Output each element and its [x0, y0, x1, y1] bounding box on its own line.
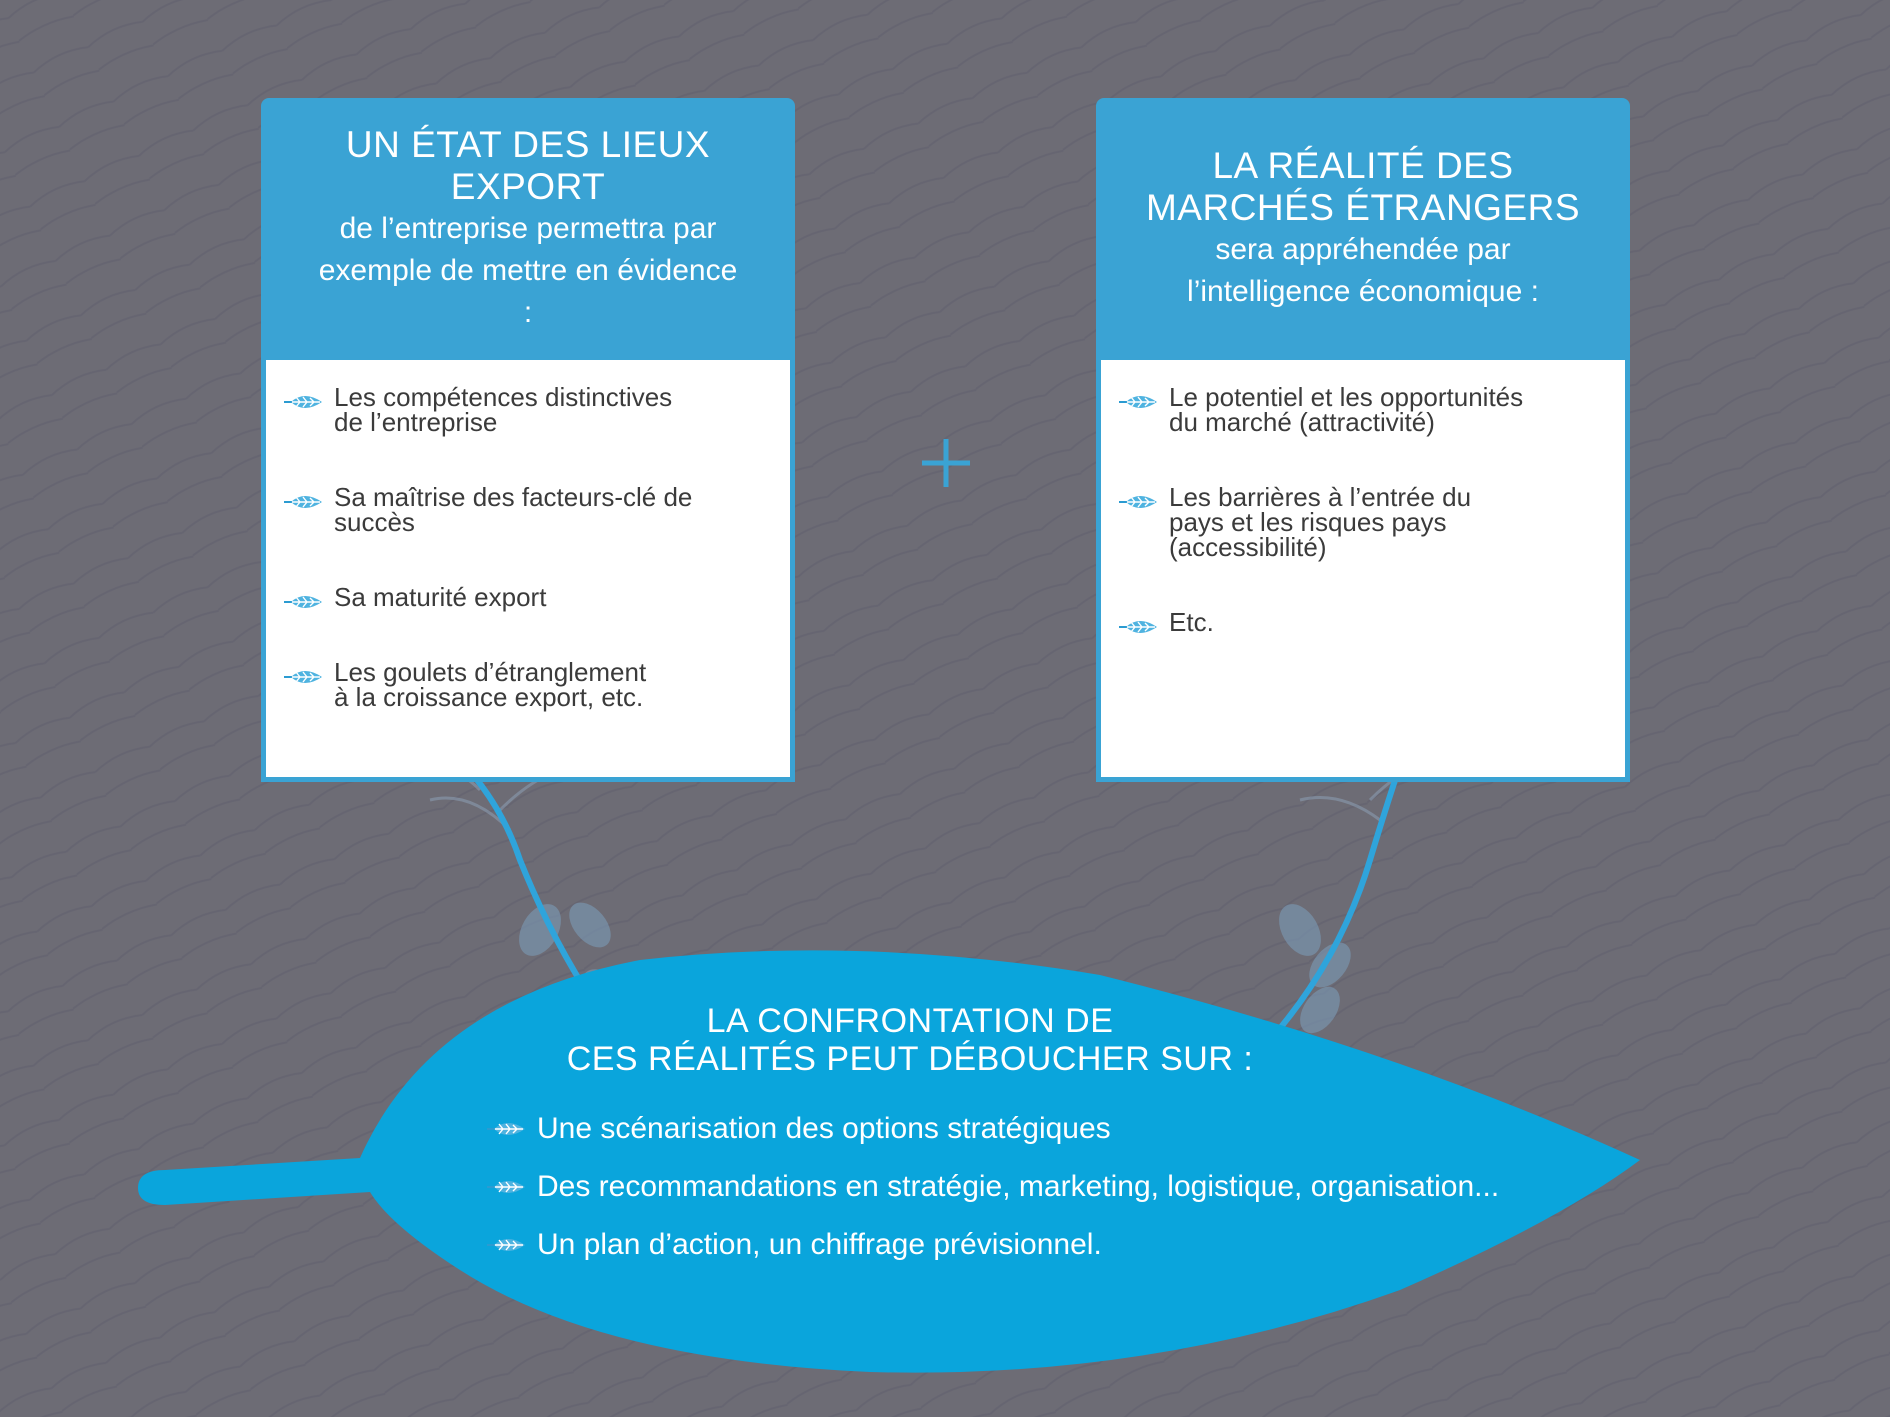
big-leaf-shape: [138, 950, 1640, 1373]
bottom-title-line1: LA CONFRONTATION DE: [706, 1002, 1114, 1040]
leaf-icon: [1117, 491, 1159, 513]
list-item: Sa maturité export: [282, 582, 770, 613]
list-item-text: Les barrières à l’entrée du pays et les …: [1169, 482, 1472, 562]
list-item: Les compétences distinctives de l’entrep…: [282, 382, 770, 437]
left-card-title: UN ÉTAT DES LIEUX EXPORT: [345, 124, 711, 207]
list-item-text: Sa maturité export: [334, 582, 547, 612]
right-card-subtitle: sera appréhendée par l’intelligence écon…: [1187, 233, 1539, 308]
list-item-text: Une scénarisation des options stratégiqu…: [537, 1112, 1111, 1145]
leaf-icon: [1117, 391, 1159, 413]
list-item-text: Un plan d’action, un chiffrage prévision…: [537, 1228, 1102, 1261]
left-card-subtitle: de l’entreprise permettra par exemple de…: [318, 212, 738, 329]
list-item: Les barrières à l’entrée du pays et les …: [1117, 482, 1605, 562]
right-card-title: LA RÉALITÉ DES MARCHÉS ÉTRANGERS: [1145, 145, 1581, 228]
list-item: Sa maîtrise des facteurs-clé de succès: [282, 482, 770, 537]
leaf-icon: [282, 391, 324, 413]
bottom-title: LA CONFRONTATION DE CES RÉALITÉS PEUT DÉ…: [560, 1002, 1260, 1078]
bottom-title-line2: CES RÉALITÉS PEUT DÉBOUCHER SUR :: [566, 1040, 1254, 1078]
left-card: UN ÉTAT DES LIEUX EXPORT de l’entreprise…: [261, 98, 795, 782]
right-card: LA RÉALITÉ DES MARCHÉS ÉTRANGERS sera ap…: [1096, 98, 1630, 782]
list-item-text: Les compétences distinctives de l’entrep…: [334, 382, 673, 437]
plus-icon: [922, 439, 970, 487]
list-item: Etc.: [1117, 607, 1605, 638]
leaf-icon: [485, 1176, 527, 1198]
list-item-text: Les goulets d’étranglement à la croissan…: [334, 657, 647, 712]
list-item: Des recommandations en stratégie, market…: [485, 1170, 1499, 1204]
list-item: Les goulets d’étranglement à la croissan…: [282, 657, 770, 712]
leaf-icon: [282, 591, 324, 613]
right-root-stem: [1267, 749, 1408, 1042]
leaf-icon: [282, 491, 324, 513]
list-item-text: Des recommandations en stratégie, market…: [537, 1170, 1500, 1203]
list-item-text: Sa maîtrise des facteurs-clé de succès: [334, 482, 693, 537]
leaf-icon: [485, 1118, 527, 1140]
leaf-icon: [1117, 616, 1159, 638]
leaf-icon: [485, 1234, 527, 1256]
left-card-header: UN ÉTAT DES LIEUX EXPORT de l’entreprise…: [261, 98, 795, 360]
leaf-icon: [282, 666, 324, 688]
list-item-text: Le potentiel et les opportunités du marc…: [1169, 382, 1524, 437]
list-item: Un plan d’action, un chiffrage prévision…: [485, 1228, 1102, 1262]
right-card-body: Le potentiel et les opportunités du marc…: [1101, 360, 1625, 777]
list-item: Le potentiel et les opportunités du marc…: [1117, 382, 1605, 437]
left-card-body: Les compétences distinctives de l’entrep…: [266, 360, 790, 777]
list-item-text: Etc.: [1169, 607, 1214, 637]
list-item: Une scénarisation des options stratégiqu…: [485, 1112, 1111, 1146]
right-card-header: LA RÉALITÉ DES MARCHÉS ÉTRANGERS sera ap…: [1096, 98, 1630, 360]
